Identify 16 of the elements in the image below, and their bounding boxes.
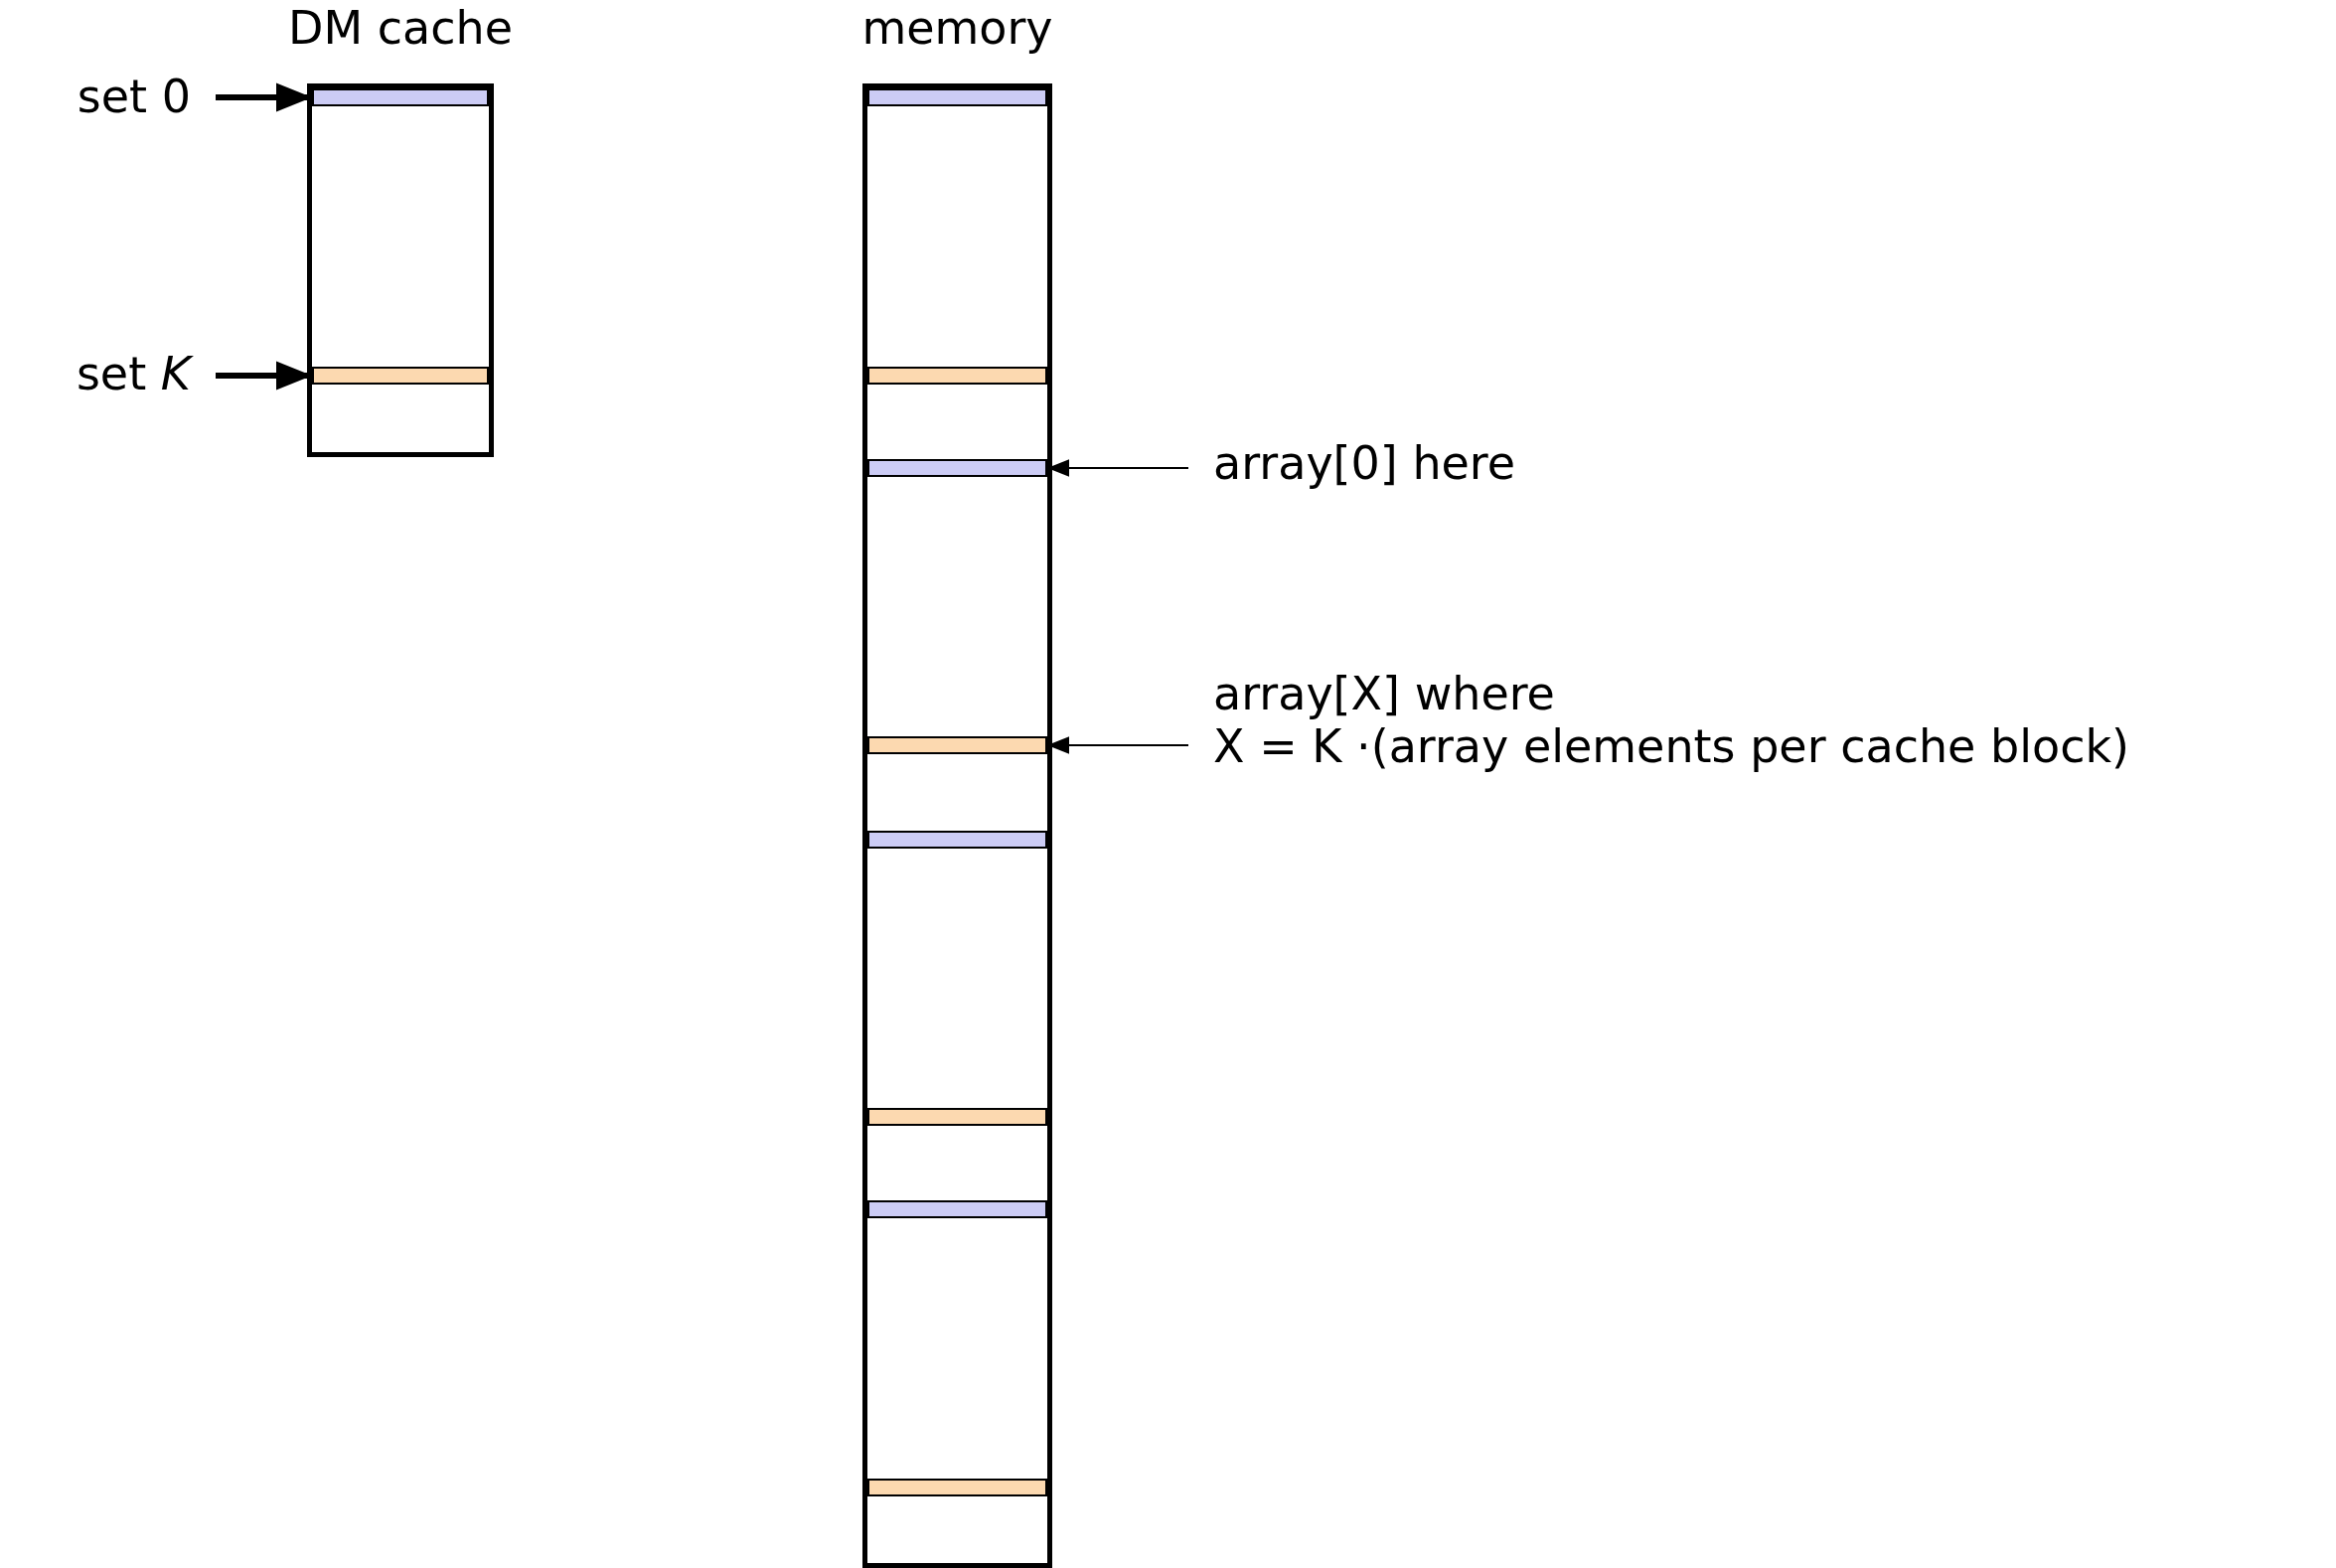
cache-block-strip	[312, 367, 489, 385]
cache-block-strip	[867, 1108, 1047, 1126]
annotation-text: set 0	[77, 70, 191, 123]
cache-block-strip	[867, 736, 1047, 754]
cache-block-strip	[867, 831, 1047, 849]
annotation-text: X = K ·(array elements per cache block)	[1213, 719, 2130, 773]
cache-block-strip	[312, 88, 489, 106]
cache-block-strip	[867, 88, 1047, 106]
column-heading: DM cache	[288, 2, 513, 55]
cache-block-strip	[867, 1200, 1047, 1218]
column-heading: memory	[861, 2, 1053, 55]
cache-block-strip	[867, 1479, 1047, 1496]
cache-block-strip	[867, 367, 1047, 385]
annotation-text: array[X] where	[1213, 668, 1556, 720]
annotation-text: array[0] here	[1213, 436, 1516, 490]
cache-block-strip	[867, 459, 1047, 477]
